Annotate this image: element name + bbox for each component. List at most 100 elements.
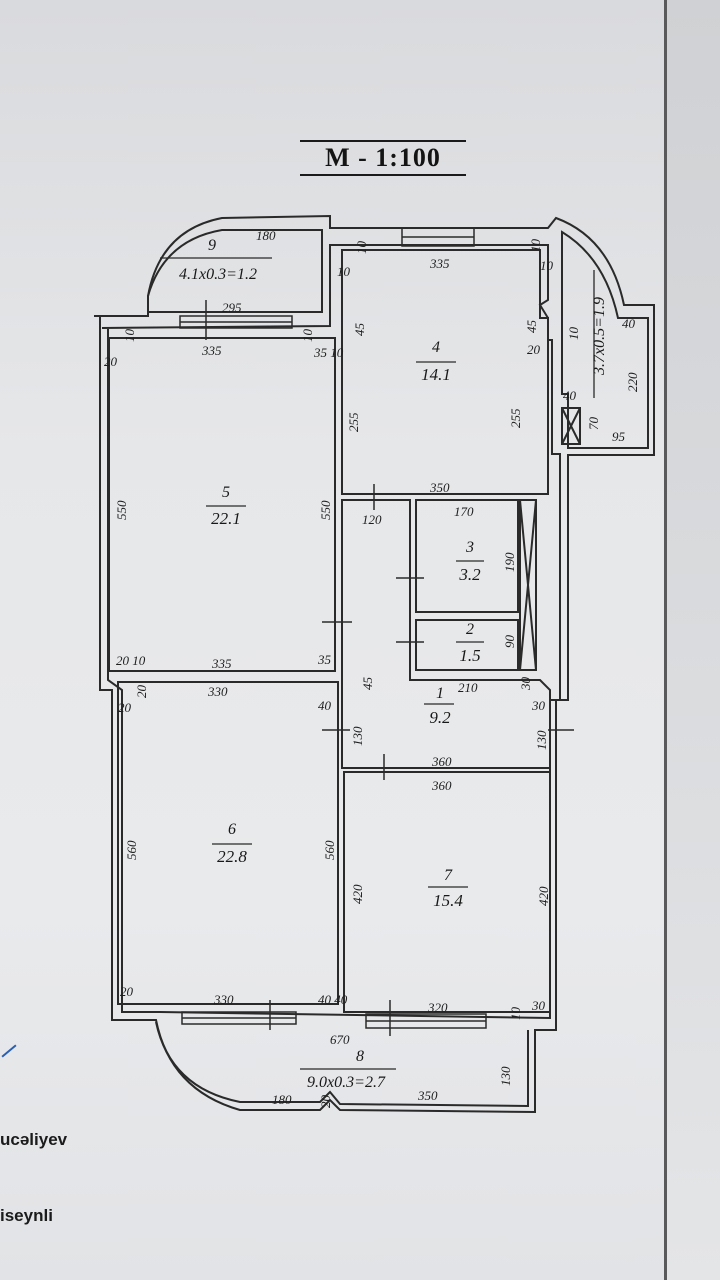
svg-text:330: 330 [213, 992, 234, 1007]
shaft [519, 499, 537, 671]
svg-text:95: 95 [612, 429, 626, 444]
room-5 [108, 337, 336, 672]
room-4 [341, 249, 549, 495]
svg-text:120: 120 [362, 512, 382, 527]
svg-text:40: 40 [318, 698, 332, 713]
svg-text:210: 210 [458, 680, 478, 695]
room-1-area: 9.2 [429, 708, 451, 727]
svg-text:10: 10 [540, 258, 554, 273]
room-5-area: 22.1 [211, 509, 241, 528]
svg-text:30: 30 [531, 698, 546, 713]
room-8-number: 8 [356, 1048, 364, 1065]
svg-text:40 40: 40 40 [318, 992, 348, 1007]
svg-text:180: 180 [272, 1092, 292, 1107]
svg-text:360: 360 [431, 778, 452, 793]
vent-box [561, 407, 581, 445]
svg-text:35: 35 [317, 652, 332, 667]
svg-text:295: 295 [222, 300, 242, 315]
room-4-area: 14.1 [421, 365, 451, 384]
svg-text:45: 45 [360, 677, 375, 691]
svg-text:170: 170 [454, 504, 474, 519]
balcony-right [561, 230, 649, 449]
svg-text:20: 20 [118, 700, 132, 715]
vent-cross [561, 407, 581, 445]
svg-text:10: 10 [528, 239, 543, 253]
svg-text:335: 335 [201, 343, 222, 358]
svg-text:330: 330 [207, 684, 228, 699]
svg-text:255: 255 [346, 412, 361, 432]
svg-text:30: 30 [531, 998, 546, 1013]
svg-text:335: 335 [211, 656, 232, 671]
svg-text:420: 420 [350, 884, 365, 904]
room-2-area: 1.5 [459, 646, 480, 665]
svg-text:420: 420 [536, 886, 551, 906]
room-4-number: 4 [432, 339, 440, 356]
corridor-room-1 [341, 499, 551, 769]
svg-text:220: 220 [625, 372, 640, 392]
room-9-number: 9 [208, 237, 216, 254]
svg-text:10: 10 [566, 327, 581, 341]
svg-text:35 10: 35 10 [313, 345, 344, 360]
svg-text:130: 130 [350, 726, 365, 746]
svg-text:30: 30 [518, 677, 533, 692]
svg-text:255: 255 [508, 408, 523, 428]
svg-text:20 10: 20 10 [116, 653, 146, 668]
room-6-number: 6 [228, 821, 236, 838]
svg-text:20: 20 [104, 354, 118, 369]
svg-text:90: 90 [502, 635, 517, 649]
room-5-number: 5 [222, 484, 230, 501]
room-2 [415, 619, 519, 671]
outer-wall [94, 214, 655, 1114]
surname-2: iseynli [0, 1206, 53, 1225]
svg-text:350: 350 [417, 1088, 438, 1103]
svg-text:130: 130 [498, 1066, 513, 1086]
svg-text:20: 20 [527, 342, 541, 357]
scale-title: M - 1:100 [300, 140, 466, 176]
svg-text:10: 10 [300, 329, 315, 343]
svg-text:320: 320 [427, 1000, 448, 1015]
svg-text:40: 40 [622, 316, 636, 331]
surname-1: ucəliyev [0, 1130, 68, 1149]
room-7 [343, 771, 551, 1013]
svg-text:10: 10 [508, 1007, 523, 1021]
room-6-area: 22.8 [217, 847, 247, 866]
svg-text:45: 45 [352, 323, 367, 337]
svg-text:20: 20 [120, 984, 134, 999]
svg-text:180: 180 [256, 228, 276, 243]
background-surface [667, 0, 720, 1280]
svg-text:10: 10 [122, 329, 137, 343]
svg-text:560: 560 [322, 840, 337, 860]
svg-text:550: 550 [114, 500, 129, 520]
room-3-number: 3 [465, 539, 474, 556]
room-3 [415, 499, 519, 613]
svg-text:10: 10 [337, 264, 351, 279]
paper-edge [664, 0, 667, 1280]
svg-text:20: 20 [134, 685, 149, 699]
svg-text:670: 670 [330, 1032, 350, 1047]
room-7-number: 7 [444, 867, 453, 884]
svg-text:10: 10 [354, 241, 369, 255]
svg-text:560: 560 [124, 840, 139, 860]
balcony-right-area: 3.7x0.5=1.9 [591, 297, 608, 376]
svg-text:45: 45 [524, 320, 539, 334]
svg-text:20: 20 [318, 1095, 333, 1109]
room-7-area: 15.4 [433, 891, 463, 910]
svg-text:70: 70 [586, 417, 601, 431]
svg-text:335: 335 [429, 256, 450, 271]
shaft-cross [519, 499, 537, 671]
room-9-area: 4.1x0.3=1.2 [179, 266, 257, 283]
room-6 [117, 681, 339, 1005]
svg-text:360: 360 [431, 754, 452, 769]
svg-text:550: 550 [318, 500, 333, 520]
balcony-9 [147, 229, 323, 313]
inner-wall [101, 244, 561, 1020]
room-3-area: 3.2 [458, 565, 481, 584]
svg-text:40: 40 [563, 388, 577, 403]
room-1-number: 1 [436, 685, 444, 702]
room-2-number: 2 [466, 621, 474, 638]
svg-text:130: 130 [534, 730, 549, 750]
room-8-area: 9.0x0.3=2.7 [307, 1074, 386, 1091]
svg-text:190: 190 [502, 552, 517, 572]
svg-text:350: 350 [429, 480, 450, 495]
